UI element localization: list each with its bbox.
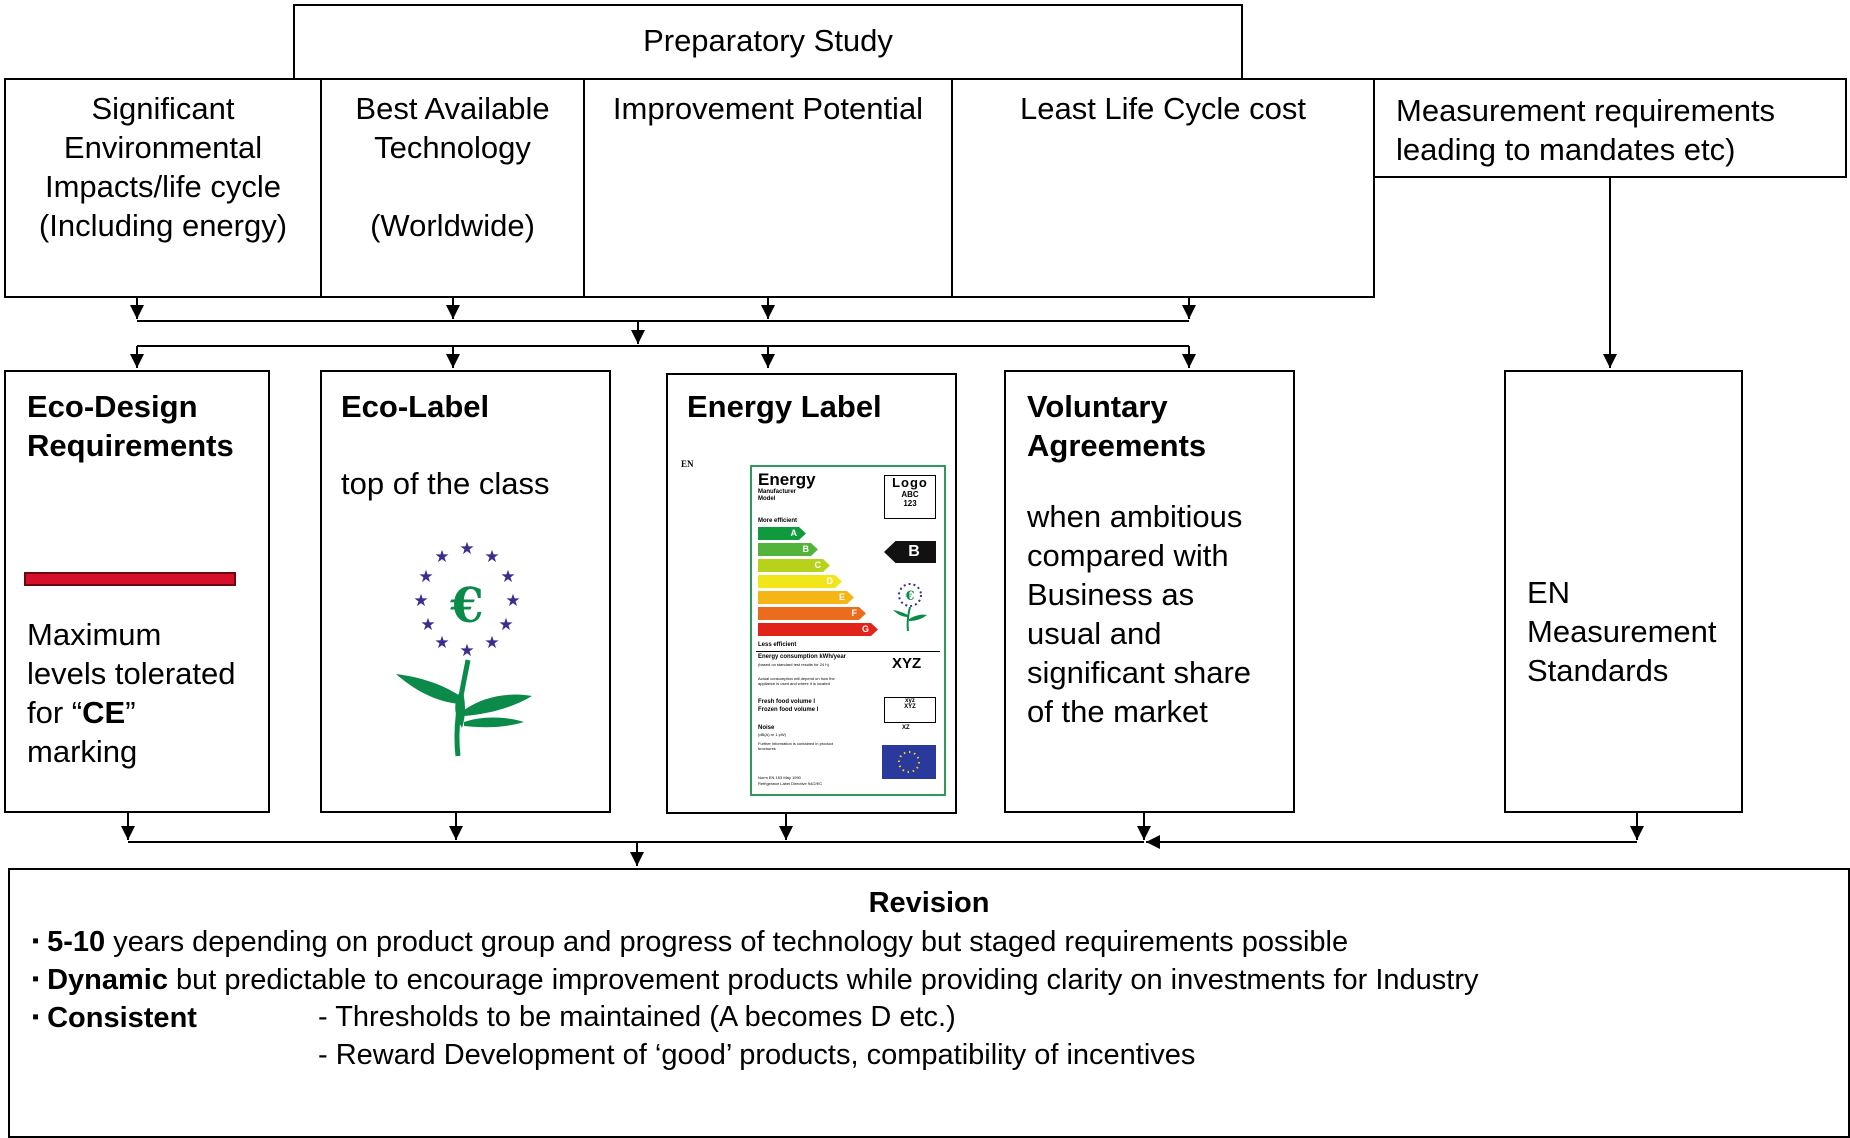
voluntary-agreements-box: Voluntary Agreements when ambitious comp… (1004, 370, 1295, 813)
eco-design-red-bar (24, 572, 236, 586)
en-measurement-standards-box: EN Measurement Standards (1504, 370, 1743, 813)
energy-label-image: Energy Manufacturer Model Logo ABC 123 M… (750, 465, 946, 796)
revision-title: Revision (868, 887, 990, 919)
energy-label-separator (756, 651, 940, 652)
eco-label-title: Eco-Label (341, 389, 490, 424)
svg-text:★: ★ (413, 591, 428, 611)
svg-text:★: ★ (484, 547, 499, 567)
voluntary-agreements-description: when ambitious compared with Business as… (1027, 499, 1252, 729)
eu-ecolabel-flower-icon: ★ ★ ★ ★ ★ ★ ★ ★ ★ ★ ★ ★ € (396, 539, 532, 757)
energy-class-bar-a: A (758, 527, 806, 540)
svg-text:★: ★ (498, 615, 513, 635)
energy-label-box: Energy Label EN Energy Manufacturer Mode… (666, 373, 957, 814)
study-row (4, 78, 1375, 298)
revision-box: Revision ▪5-10 years depending on produc… (8, 868, 1850, 1138)
eco-design-box: Eco-Design Requirements Maximum levels t… (4, 370, 270, 813)
energy-class-bar-g: G (758, 623, 878, 636)
energy-rating-arrow: B (884, 541, 936, 563)
svg-text:★: ★ (459, 641, 474, 661)
svg-text:★: ★ (434, 633, 449, 653)
eco-design-title: Eco-Design Requirements (27, 389, 234, 463)
study-best-available-technology: Best Available Technology (Worldwide) (355, 91, 550, 243)
energy-class-bar-b: B (758, 543, 818, 556)
eco-label-box: Eco-Label top of the class ★ ★ ★ ★ ★ ★ ★… (320, 370, 611, 813)
study-divider (583, 78, 585, 298)
study-least-life-cycle-cost: Least Life Cycle cost (1019, 91, 1307, 126)
eco-design-description: Maximum levels tolerated for “CE” markin… (27, 617, 236, 769)
en-measurement-standards-text: EN Measurement Standards (1527, 575, 1717, 688)
energy-class-bar-c: C (758, 559, 830, 572)
ce-marking-text: CE (82, 695, 126, 730)
energy-class-bar-d: D (758, 575, 842, 588)
preparatory-study-box: Preparatory Study (293, 4, 1243, 80)
energy-label-lang: EN (681, 459, 694, 469)
study-divider (951, 78, 953, 298)
study-improvement-potential: Improvement Potential (612, 91, 924, 126)
revision-item-detail: - Reward Development of ‘good’ products,… (318, 1039, 1196, 1071)
mini-ecolabel-icon: € (893, 583, 927, 631)
energy-class-bar-e: E (758, 591, 854, 604)
svg-text:★: ★ (434, 547, 449, 567)
energy-label-logo-box: Logo ABC 123 (884, 475, 936, 519)
svg-text:★: ★ (484, 633, 499, 653)
revision-item: ▪Consistent (32, 1002, 197, 1034)
measurement-requirements-text: Measurement requirements leading to mand… (1396, 93, 1776, 167)
eu-flag-icon (882, 745, 936, 779)
revision-item: ▪Dynamic but predictable to encourage im… (32, 964, 1479, 996)
measurement-requirements-box: Measurement requirements leading to mand… (1373, 78, 1847, 178)
energy-class-bar-f: F (758, 607, 866, 620)
energy-label-title: Energy Label (687, 389, 882, 424)
svg-text:★: ★ (418, 567, 433, 587)
svg-text:€: € (449, 578, 483, 634)
eu-stars-icon (898, 751, 920, 773)
svg-text:★: ★ (500, 567, 515, 587)
preparatory-study-title: Preparatory Study (643, 23, 893, 58)
svg-text:€: € (904, 589, 914, 604)
svg-text:★: ★ (459, 539, 474, 559)
revision-item: ▪5-10 years depending on product group a… (32, 926, 1349, 958)
study-divider (320, 78, 322, 298)
energy-label-volume-box: xyz XYZ (884, 697, 936, 723)
svg-text:★: ★ (420, 615, 435, 635)
svg-text:★: ★ (505, 591, 520, 611)
revision-item-detail: - Thresholds to be maintained (A becomes… (318, 1001, 956, 1033)
eco-label-description: top of the class (341, 466, 550, 501)
study-environmental-impacts: Significant Environmental Impacts/life c… (38, 91, 288, 243)
voluntary-agreements-title: Voluntary Agreements (1027, 389, 1207, 463)
